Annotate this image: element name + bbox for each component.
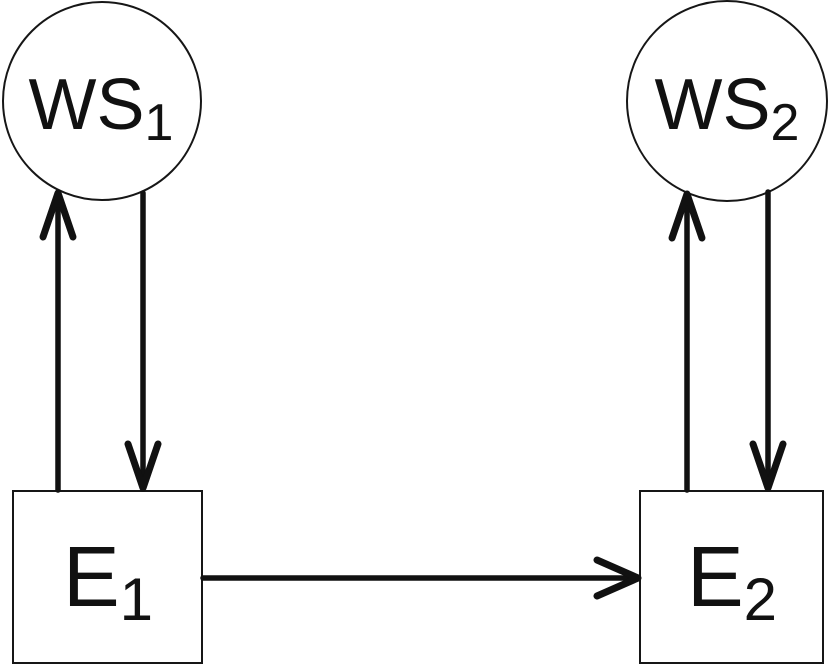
ws1-label: WS1 (29, 65, 174, 152)
edge-ws2-e2-arrowhead-down (749, 440, 787, 492)
edge-ws2-to-e2 (749, 189, 787, 492)
edge-ws1-to-e1 (124, 190, 162, 492)
ws2-circle (626, 0, 828, 202)
ws1-circle (2, 1, 202, 201)
node-ws2: WS2 (626, 0, 828, 202)
e1-square (12, 490, 203, 664)
edge-e2-ws2-arrowhead-up (668, 190, 706, 242)
e2-label: E2 (687, 530, 777, 633)
e2-square (639, 490, 824, 664)
edge-e1-ws1-arrowhead-up (39, 189, 77, 241)
e2-label-subscript: 2 (744, 566, 777, 633)
node-e2: E2 (639, 490, 824, 664)
ws2-label: WS2 (655, 65, 800, 152)
edge-e1-e2-arrowhead-right (593, 556, 642, 600)
ws1-label-main: WS (29, 65, 145, 145)
edge-e1-to-ws1 (39, 189, 77, 493)
ws2-label-subscript: 2 (771, 94, 800, 152)
e2-label-main: E (687, 530, 744, 625)
e1-label: E1 (63, 530, 153, 633)
edge-e2-to-ws2 (668, 190, 706, 493)
node-ws1: WS1 (2, 1, 202, 201)
e1-label-main: E (63, 530, 120, 625)
e1-label-subscript: 1 (120, 566, 153, 633)
ws1-label-subscript: 1 (145, 94, 174, 152)
edge-ws1-e1-arrowhead-down (124, 440, 162, 492)
edge-e1-to-e2 (200, 556, 642, 600)
node-e1: E1 (12, 490, 203, 664)
ws2-label-main: WS (655, 65, 771, 145)
